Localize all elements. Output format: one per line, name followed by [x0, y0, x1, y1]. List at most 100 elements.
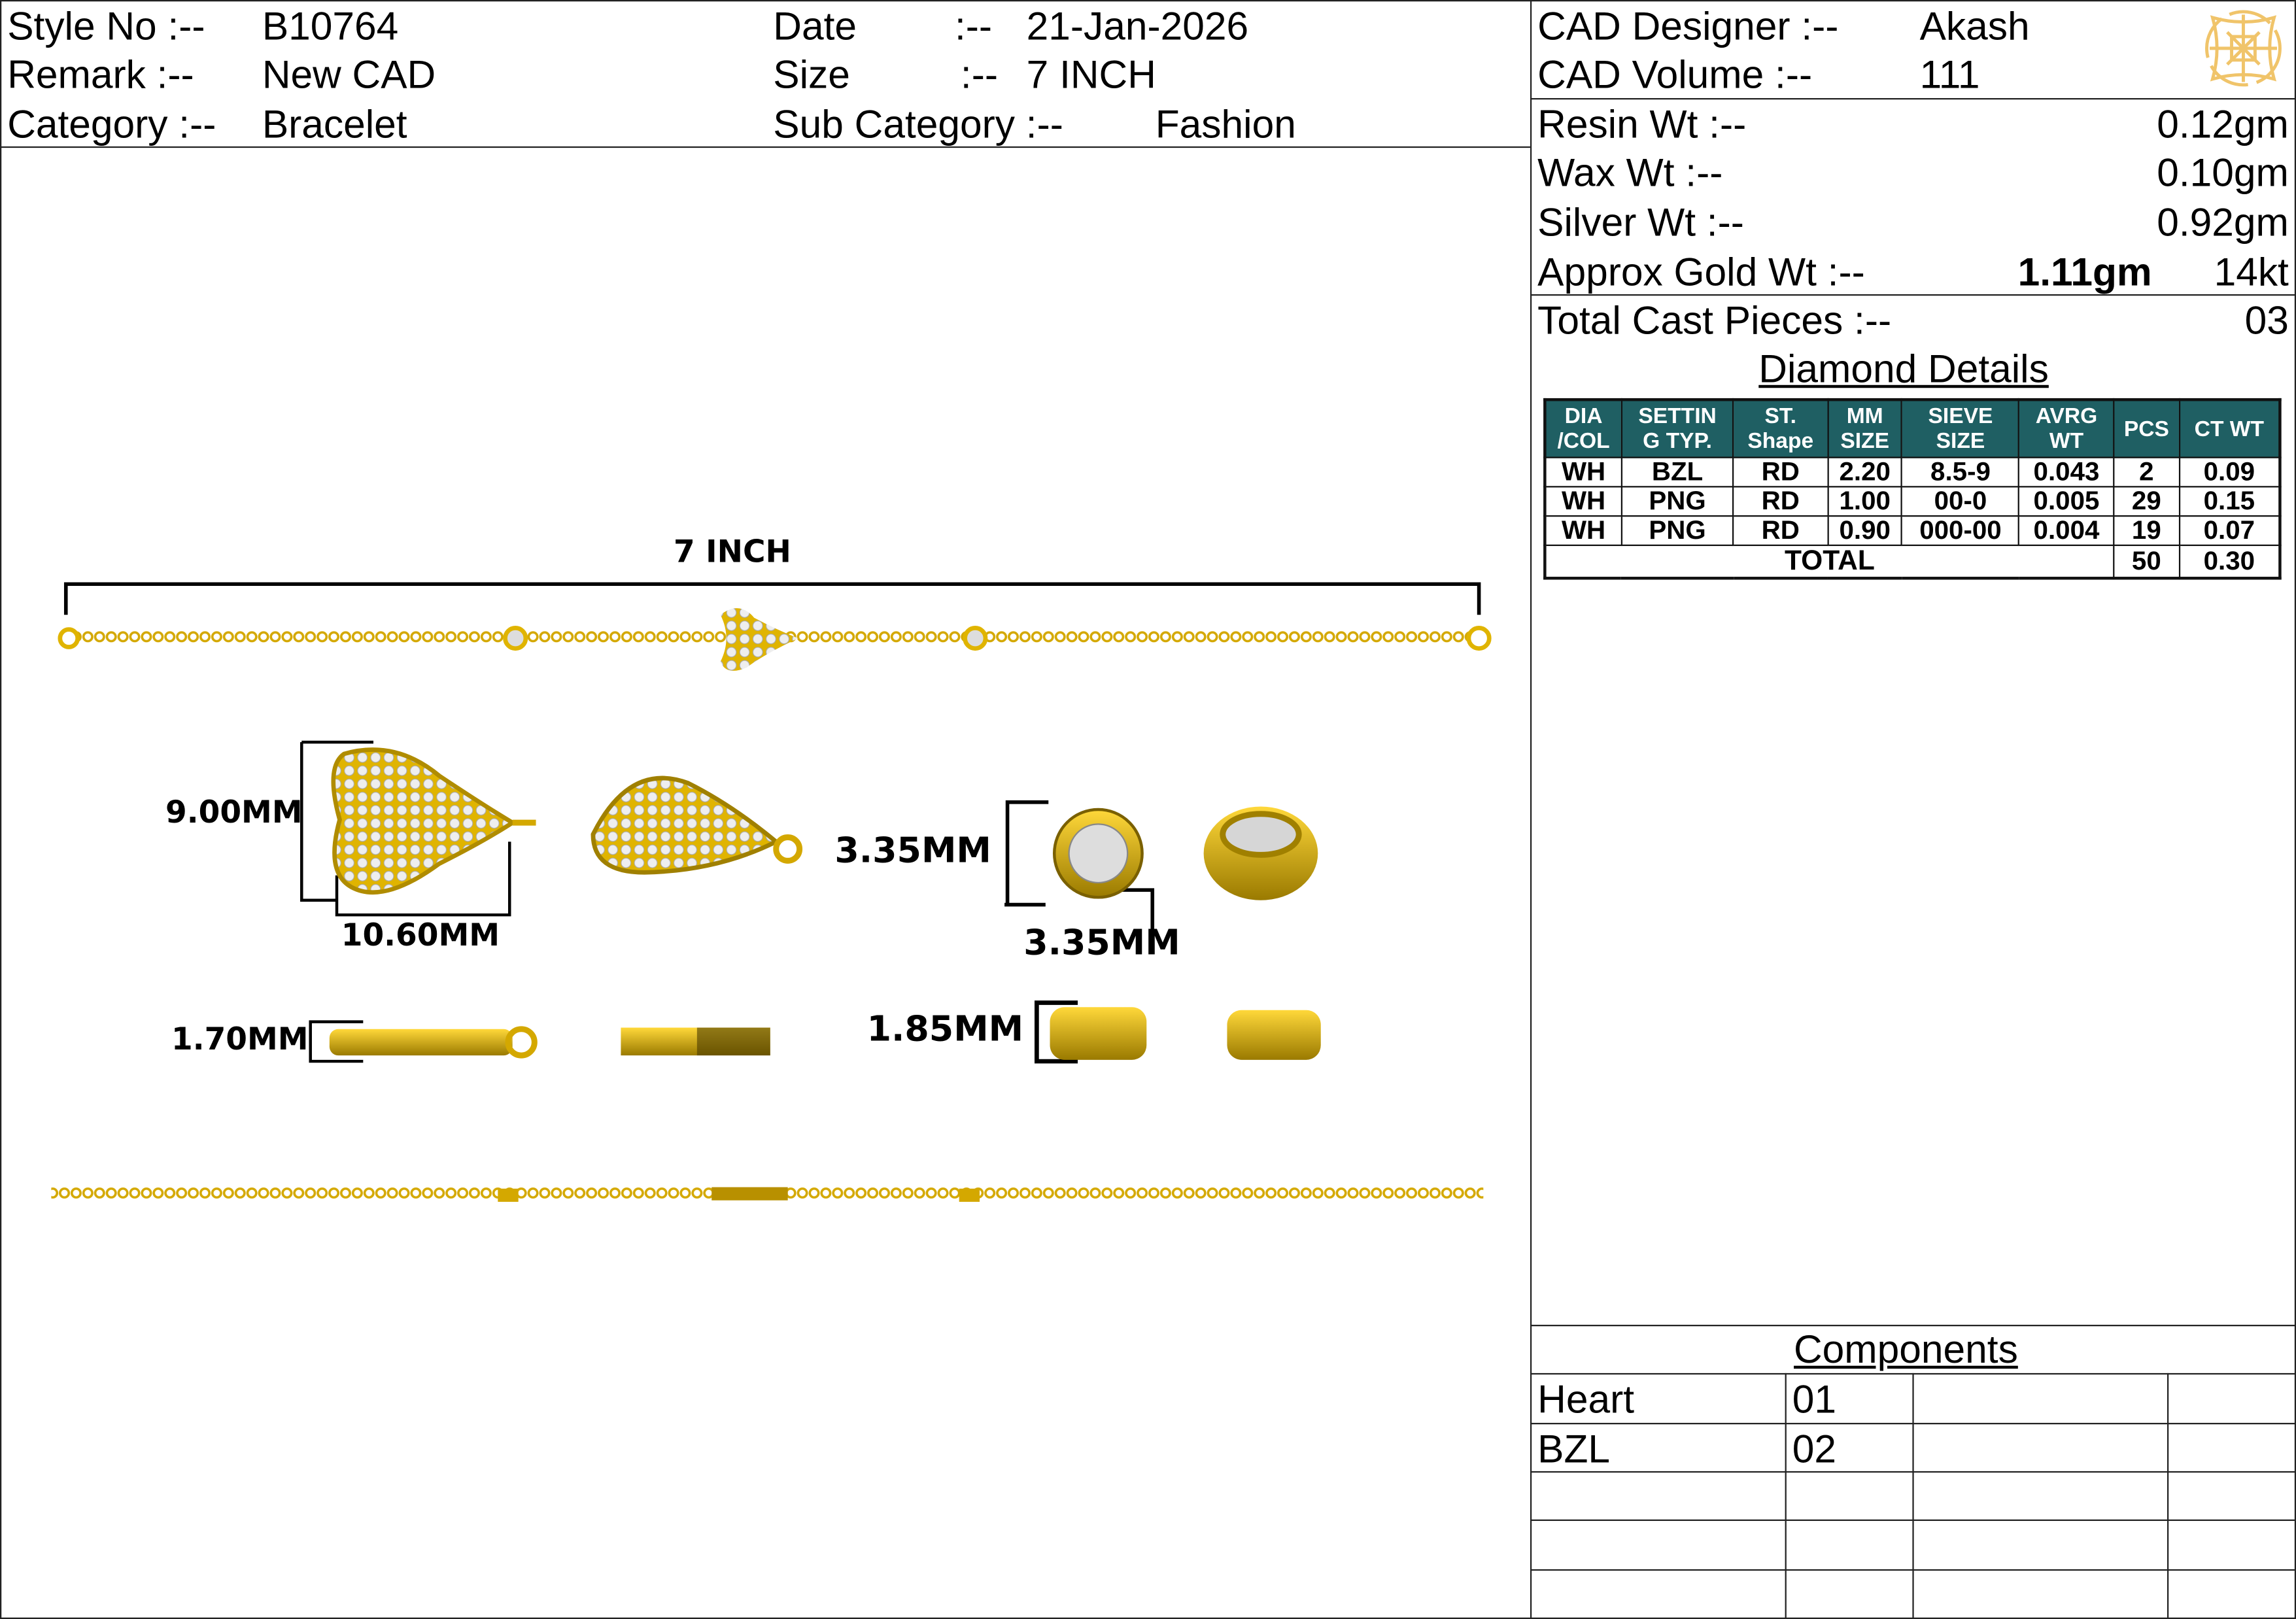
cad-designer: Akash: [1919, 4, 2030, 48]
sub-category-label: Sub Category :--: [773, 102, 1063, 146]
table-cell: WH: [1544, 515, 1622, 547]
table-cell: 0.005: [2018, 486, 2115, 517]
diamond-details-title: Diamond Details: [1758, 347, 2049, 391]
size-sep: :--: [960, 52, 998, 97]
table-cell: WH: [1544, 456, 1622, 488]
header-line: Shape: [1747, 428, 1814, 454]
component-qty: 02: [1792, 1427, 1837, 1471]
table-cell: 0.90: [1826, 515, 1903, 547]
remark-label: Remark :--: [7, 52, 194, 97]
style-no-label: Style No :--: [7, 4, 205, 48]
components-title: Components: [1794, 1327, 2018, 1372]
length-dimension: 7 INCH: [674, 534, 791, 570]
category-label: Category :--: [7, 102, 216, 146]
header-line: AVRG: [2035, 403, 2098, 429]
table-cell: 0.09: [2178, 456, 2281, 488]
table-cell: 1.00: [1826, 486, 1903, 517]
silver-wt-label: Silver Wt :--: [1537, 200, 1744, 245]
header-line: SIZE: [1840, 428, 1890, 454]
table-cell: RD: [1732, 486, 1829, 517]
table-cell: 29: [2113, 486, 2180, 517]
bezel-diameter-dimension: 3.35MM: [834, 830, 991, 872]
table-header-cell: CT WT: [2178, 399, 2281, 458]
category: Bracelet: [262, 102, 407, 146]
heart-perspective-view: [591, 775, 780, 875]
cad-drawing: [51, 582, 1492, 1202]
date-label: Date: [773, 4, 857, 48]
table-cell: 0.15: [2178, 486, 2281, 517]
style-no: B10764: [262, 4, 399, 48]
heart-width-dimension: 10.60MM: [341, 917, 500, 953]
table-total-row: TOTAL 50 0.30: [1544, 544, 2281, 579]
bezel-height-dimension: 1.85MM: [866, 1008, 1024, 1050]
brand-logo: [2205, 10, 2282, 87]
heart-thickness-dimension: 1.70MM: [171, 1021, 309, 1057]
date: 21-Jan-2026: [1026, 4, 1249, 48]
table-cell: 0.043: [2018, 456, 2115, 488]
date-sep: :--: [954, 4, 993, 48]
table-cell: WH: [1544, 486, 1622, 517]
total-cast-label: Total Cast Pieces :--: [1537, 298, 1892, 343]
divider: [1530, 1325, 2296, 1327]
heart-side-view: [329, 1029, 513, 1056]
divider: [1530, 97, 2296, 100]
component-name: BZL: [1537, 1427, 1611, 1471]
size-label: Size: [773, 52, 850, 97]
bezel-side-view: [1050, 1007, 1147, 1060]
wax-wt-label: Wax Wt :--: [1537, 150, 1723, 195]
header-line: CT WT: [2194, 416, 2265, 441]
bezel-side-view-2: [1227, 1010, 1321, 1060]
divider: [0, 146, 1530, 148]
table-cell: 19: [2113, 515, 2180, 547]
header-line: SIEVE: [1928, 403, 1993, 429]
table-header-cell: PCS: [2113, 399, 2180, 458]
table-header-cell: DIA/COL: [1544, 399, 1622, 458]
table-cell: 0.07: [2178, 515, 2281, 547]
header-line: SIZE: [1936, 428, 1985, 454]
heart-top-view: [331, 747, 517, 895]
wax-wt: 0.10gm: [2157, 150, 2289, 195]
component-qty: 01: [1792, 1377, 1837, 1422]
total-cast: 03: [2244, 298, 2289, 343]
bezel-diameter-dimension-2: 3.35MM: [1023, 922, 1180, 964]
header-line: ST.: [1764, 403, 1797, 429]
header-line: WT: [2049, 428, 2084, 454]
total-pcs: 50: [2113, 544, 2180, 579]
table-cell: 000-00: [1901, 515, 2020, 547]
resin-wt: 0.12gm: [2157, 102, 2289, 146]
table-cell: RD: [1732, 515, 1829, 547]
cad-volume: 111: [1919, 52, 1980, 97]
table-cell: BZL: [1620, 456, 1734, 488]
gold-karat: 14kt: [2214, 250, 2289, 294]
header-line: PCS: [2123, 416, 2169, 441]
component-name: Heart: [1537, 1377, 1635, 1422]
length-bracket: [63, 582, 1481, 615]
table-cell: RD: [1732, 456, 1829, 488]
table-cell: 0.004: [2018, 515, 2115, 547]
divider: [1530, 294, 2296, 296]
header-line: G TYP.: [1643, 428, 1712, 454]
total-ct: 0.30: [2178, 544, 2281, 579]
table-cell: 00-0: [1901, 486, 2020, 517]
table-cell: 2.20: [1826, 456, 1903, 488]
total-label: TOTAL: [1544, 544, 2115, 579]
gold-wt: 1.11gm: [2017, 250, 2152, 294]
table-cell: PNG: [1620, 515, 1734, 547]
silver-wt: 0.92gm: [2157, 200, 2289, 245]
divider: [1530, 0, 1532, 1619]
resin-wt-label: Resin Wt :--: [1537, 102, 1747, 146]
header-line: MM: [1846, 403, 1883, 429]
sub-category: Fashion: [1155, 102, 1296, 146]
cad-designer-label: CAD Designer :--: [1537, 4, 1839, 48]
table-header-cell: ST.Shape: [1732, 399, 1829, 458]
cad-volume-label: CAD Volume :--: [1537, 52, 1813, 97]
remark: New CAD: [262, 52, 436, 97]
